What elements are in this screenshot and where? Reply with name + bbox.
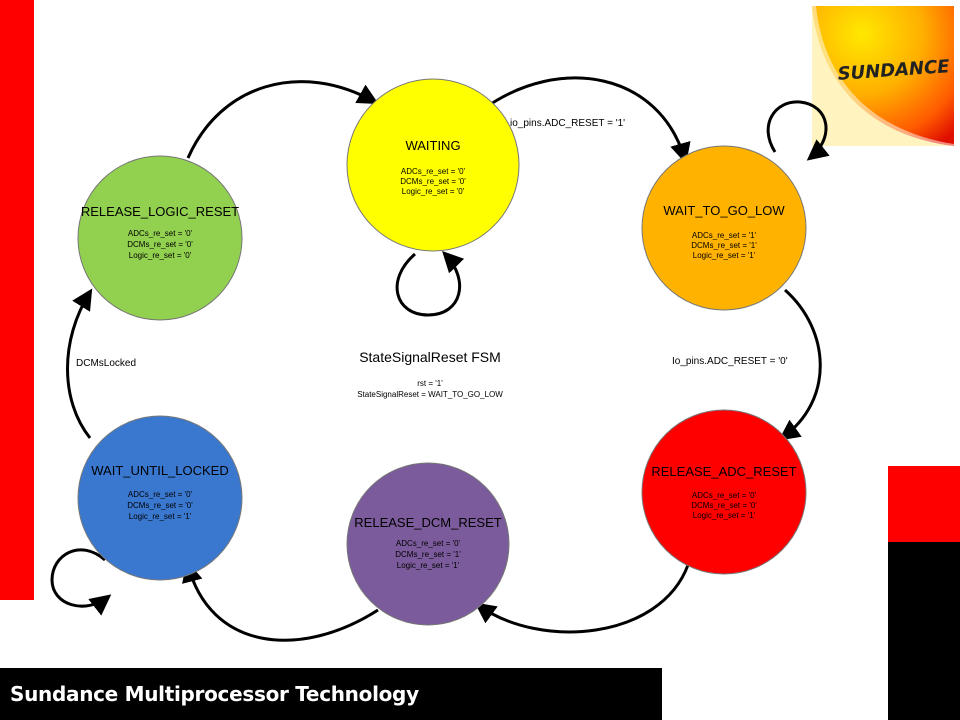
state-output: Logic_re_set = '0' [129,251,192,260]
state-output: Logic_re_set = '1' [693,511,756,520]
state-node [641,409,807,575]
state-output: Logic_re_set = '1' [397,561,460,570]
state-node [77,155,243,321]
state-release-logic-reset: RELEASE_LOGIC_RESET ADCs_re_set = '0' DC… [77,155,243,321]
state-output: Logic_re_set = '1' [129,512,192,521]
arc-release-dcm-to-wait-until-locked [182,560,379,642]
loop-wait-to-go-low [766,100,830,161]
fsm-reset-line: rst = '1' [417,379,443,388]
state-title: RELEASE_ADC_RESET [651,464,796,479]
state-output: DCMs_re_set = '1' [395,550,461,559]
state-node [77,415,243,581]
state-output: DCMs_re_set = '0' [127,501,193,510]
state-node [346,462,510,626]
state-wait-to-go-low: WAIT_TO_GO_LOW ADCs_re_set = '1' DCMs_re… [641,145,807,311]
state-output: ADCs_re_set = '0' [396,539,461,548]
arc-waiting-to-wait-to-go-low [484,76,691,165]
right-black-block [888,542,960,720]
state-title: RELEASE_DCM_RESET [354,515,501,530]
state-output: DCMs_re_set = '0' [400,177,466,186]
state-output: Logic_re_set = '1' [693,251,756,260]
state-output: DCMs_re_set = '0' [691,501,757,510]
fsm-title: StateSignalReset FSM [359,349,501,365]
loop-waiting [395,250,465,317]
state-waiting: WAITING ADCs_re_set = '0' DCMs_re_set = … [346,78,520,252]
arc-release-logic-to-waiting [186,80,379,159]
state-output: ADCs_re_set = '1' [692,231,757,240]
state-output: DCMs_re_set = '1' [691,241,757,250]
state-output: ADCs_re_set = '0' [692,491,757,500]
footer-company-name: Sundance Multiprocessor Technology [10,682,419,706]
arc-wait-until-locked-to-release-logic [66,288,93,439]
state-title: RELEASE_LOGIC_RESET [81,204,239,219]
left-red-bar [0,0,34,600]
state-title: WAIT_TO_GO_LOW [663,203,785,218]
transition-label: DCMsLocked [76,358,136,369]
fsm-reset-line: StateSignalReset = WAIT_TO_GO_LOW [357,390,503,399]
state-release-adc-reset: RELEASE_ADC_RESET ADCs_re_set = '0' DCMs… [641,409,807,575]
state-output: ADCs_re_set = '0' [401,167,466,176]
state-title: WAIT_UNTIL_LOCKED [91,463,229,478]
arc-release-adc-to-release-dcm [474,564,690,634]
transition-label: Io_pins.ADC_RESET = '0' [672,356,788,367]
state-output: ADCs_re_set = '0' [128,490,193,499]
state-node [641,145,807,311]
transition-arcs [50,76,830,642]
state-title: WAITING [405,138,460,153]
right-red-block [888,466,960,542]
sundance-logo: SUNDANCE [812,6,954,146]
arc-wait-to-go-low-to-release-adc [778,288,822,441]
state-node [346,78,520,252]
state-output: DCMs_re_set = '0' [127,240,193,249]
state-output: ADCs_re_set = '0' [128,229,193,238]
loop-wait-until-locked [50,548,112,616]
state-output: Logic_re_set = '0' [402,187,465,196]
footer-bar: Sundance Multiprocessor Technology [0,668,662,720]
state-release-dcm-reset: RELEASE_DCM_RESET ADCs_re_set = '0' DCMs… [346,462,510,626]
state-wait-until-locked: WAIT_UNTIL_LOCKED ADCs_re_set = '0' DCMs… [77,415,243,581]
transition-label: io_pins.ADC_RESET = '1' [510,118,625,129]
